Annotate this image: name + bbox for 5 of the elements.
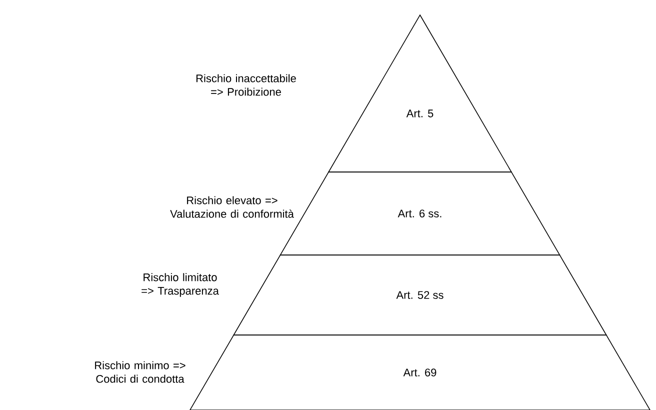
risk-label: Rischio inaccettabile => Proibizione: [196, 74, 296, 96]
risk-label: Rischio elevato => Valutazione di conformità: [170, 196, 294, 218]
risk-label: Rischio minimo => Codici di condotta: [95, 361, 186, 383]
risk-label: Rischio limitato => Trasparenza: [142, 273, 219, 297]
pyramid-band: Art. 52 ss: [233, 254, 607, 336]
